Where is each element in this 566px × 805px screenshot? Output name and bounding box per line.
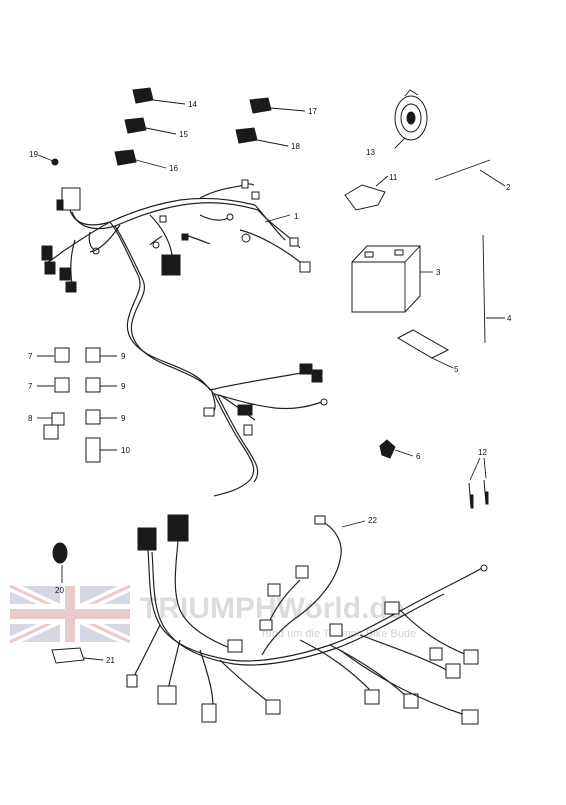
callout-9c: 9: [121, 414, 126, 423]
callout-19: 19: [29, 150, 38, 159]
cable-clip: [379, 439, 396, 459]
callout-6: 6: [416, 452, 421, 461]
headlight-connector: [61, 187, 81, 211]
main-wiring-harness: [41, 179, 328, 497]
sub-harness: [126, 514, 488, 725]
callout-11: 11: [389, 173, 398, 182]
callout-20: 20: [55, 586, 64, 595]
connector-right-2: [299, 261, 311, 273]
ignition-connector: [161, 254, 181, 276]
union-flag-logo: [7, 581, 133, 647]
callout-22: 22: [368, 516, 377, 525]
callout-16: 16: [169, 164, 178, 173]
connector-clip: [56, 199, 64, 211]
connector-left-1: [41, 245, 53, 261]
fuses: [114, 87, 272, 166]
connector-mid-3: [203, 407, 215, 417]
callout-4: 4: [507, 314, 512, 323]
connector-mid-2: [311, 369, 323, 383]
callout-21: 21: [106, 656, 115, 665]
callout-15: 15: [179, 130, 188, 139]
callout-9a: 9: [121, 352, 126, 361]
connector-left-4: [65, 281, 77, 293]
battery: [351, 245, 421, 313]
connector-top-2: [251, 191, 260, 200]
callout-1: 1: [294, 212, 299, 221]
battery-strap-rod: [482, 234, 486, 344]
lower-connector-2: [167, 514, 189, 542]
callout-2: 2: [506, 183, 511, 192]
watermark: TRIUMPHWorld.de rund um die Triumph Bike…: [7, 581, 416, 647]
cable-tie: [434, 159, 491, 181]
relays: [43, 347, 101, 463]
connector-left-3: [59, 267, 71, 281]
leader-lines: [37, 99, 506, 661]
callout-18: 18: [291, 142, 300, 151]
connector-mid-4: [237, 404, 253, 416]
screws: [468, 479, 489, 509]
callout-9b: 9: [121, 382, 126, 391]
connector-mid-1: [299, 363, 313, 375]
lower-connector-top: [314, 515, 326, 525]
connector-top-1: [241, 179, 249, 189]
horn-bracket: [344, 184, 386, 211]
callout-7b: 7: [28, 382, 33, 391]
callout-5: 5: [454, 365, 459, 374]
callout-13: 13: [366, 148, 375, 157]
connector-right-1: [289, 237, 299, 247]
lower-connector-1: [137, 527, 157, 551]
battery-pad: [396, 329, 450, 359]
callout-numbers: 1 2 3 4 5 6 7 7 8 9 9 9 10 11 12 13 14 1…: [28, 100, 512, 665]
small-screw: [51, 158, 59, 166]
callout-12: 12: [478, 448, 487, 457]
switch: [52, 542, 68, 564]
horn: [394, 89, 428, 141]
sensor: [51, 647, 85, 664]
callout-10: 10: [121, 446, 130, 455]
callout-3: 3: [436, 268, 441, 277]
callout-17: 17: [308, 107, 317, 116]
callout-8: 8: [28, 414, 33, 423]
callout-14: 14: [188, 100, 197, 109]
callout-7a: 7: [28, 352, 33, 361]
connector-left-2: [44, 261, 56, 275]
